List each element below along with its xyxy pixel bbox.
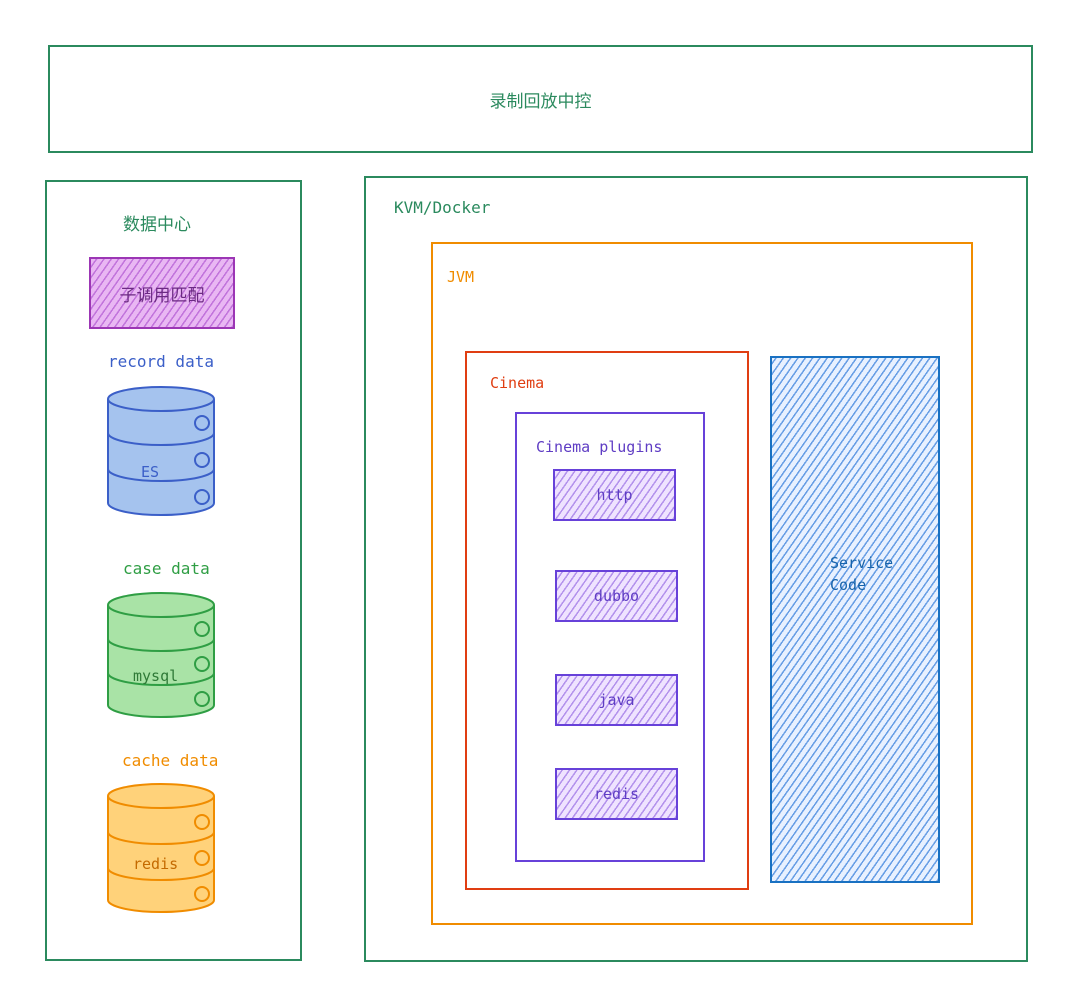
jvm-label: JVM [447,268,475,286]
service-code-label: Service Code [830,552,893,596]
control-center-label: 录制回放中控 [489,91,592,112]
plugin-dubbo-label: dubbo [593,587,640,605]
jvm-container [431,242,973,925]
plugin-redis-label: redis [593,785,640,803]
cinema-plugins-label: Cinema plugins [536,438,663,456]
plugin-redis-box: redis [555,768,678,820]
cinema-container [465,351,749,890]
plugin-java-label: java [598,691,635,709]
plugin-dubbo-box: dubbo [555,570,678,622]
es-database-icon [107,386,215,516]
redis-db-label: redis [133,855,179,873]
subcall-match-box: 子调用匹配 [89,257,235,329]
control-center-box: 录制回放中控 [48,45,1033,153]
cache-data-caption: cache data [122,751,219,770]
kvm-docker-container [364,176,1028,962]
service-code-box [770,356,940,883]
kvm-docker-label: KVM/Docker [394,198,491,217]
service-code-line1: Service [830,554,894,572]
data-center-title: 数据中心 [123,215,191,235]
plugin-http-box: http [553,469,676,521]
cinema-plugins-container [515,412,705,862]
case-data-caption: case data [123,559,210,578]
record-data-caption: record data [108,352,214,371]
redis-database-icon [107,783,215,913]
es-db-label: ES [141,463,160,481]
data-center-panel [45,180,302,961]
plugin-java-box: java [555,674,678,726]
mysql-db-label: mysql [133,667,179,685]
service-code-line2: Code [830,576,867,594]
plugin-http-label: http [596,486,633,504]
subcall-match-label: 子调用匹配 [119,285,205,306]
mysql-database-icon [107,592,215,718]
cinema-label: Cinema [490,374,545,392]
